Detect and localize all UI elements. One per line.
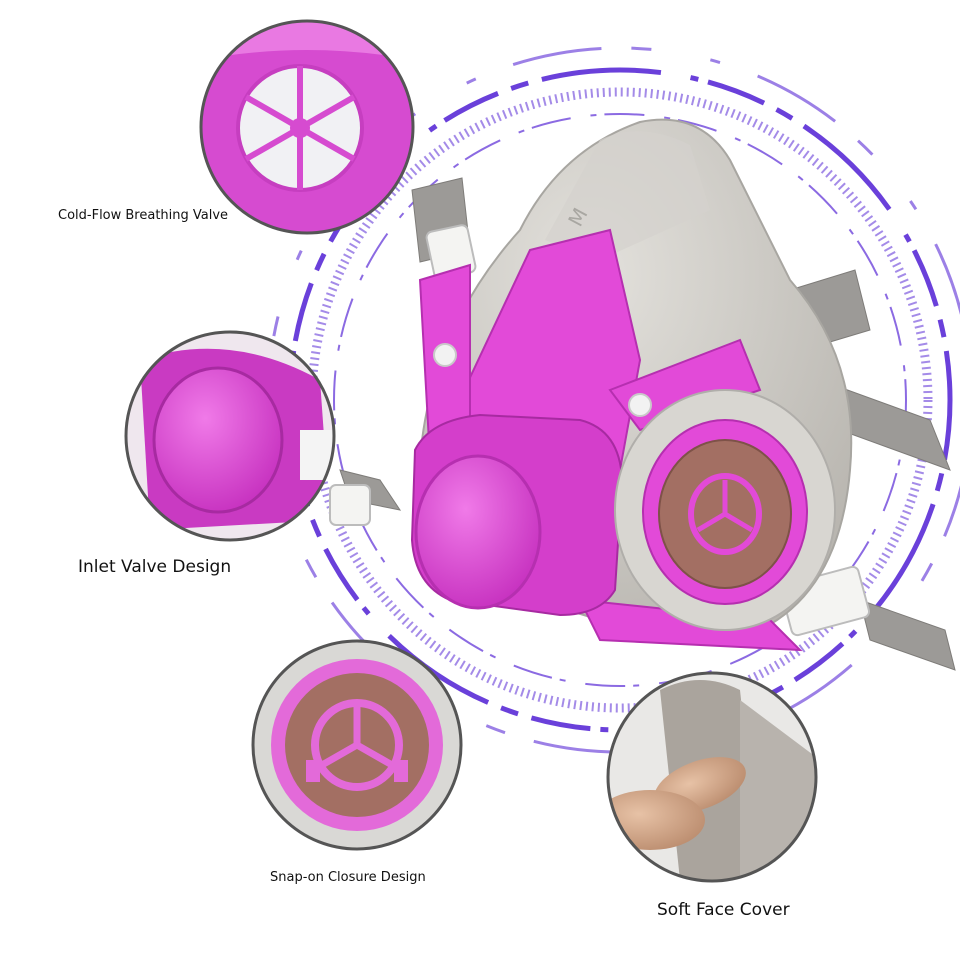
snap-on-cap-icon xyxy=(251,639,463,851)
feature-label-snap-on: Snap-on Closure Design xyxy=(270,870,426,885)
face-cushion-icon xyxy=(606,671,818,883)
feature-label-inlet-valve: Inlet Valve Design xyxy=(78,557,232,577)
valve-cover-icon xyxy=(199,19,415,235)
right-filter-holder xyxy=(614,389,836,631)
feature-label-cold-flow: Cold-Flow Breathing Valve xyxy=(58,208,229,223)
left-cartridge xyxy=(410,413,624,617)
pink-frame xyxy=(418,228,803,652)
inlet-valve-icon xyxy=(124,330,336,542)
feature-label-soft-face: Soft Face Cover xyxy=(657,900,790,920)
